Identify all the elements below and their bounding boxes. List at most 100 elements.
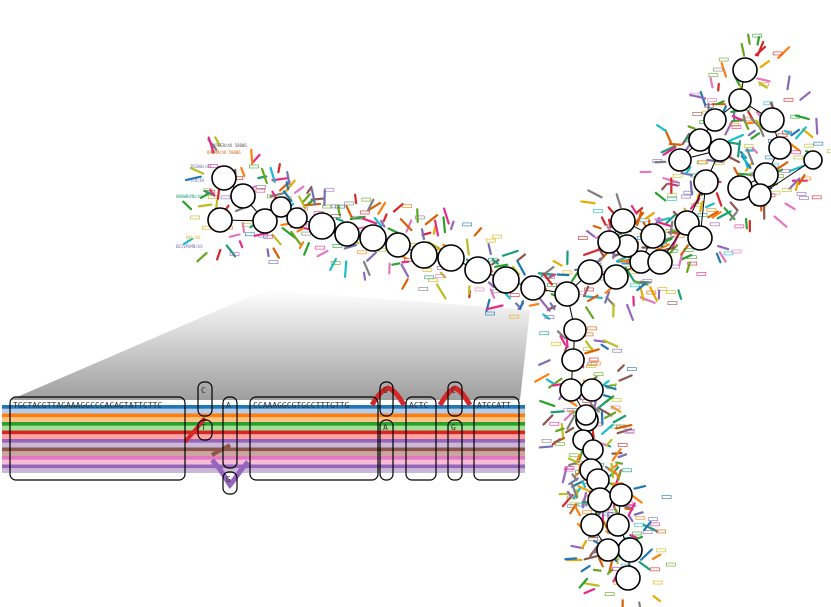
path-segment	[349, 215, 366, 221]
path-segment	[551, 383, 563, 387]
path-label-box	[588, 357, 599, 362]
path-segment	[489, 288, 496, 299]
path-segment	[654, 191, 667, 202]
node-circle	[464, 256, 492, 284]
path-segment	[539, 399, 556, 408]
path-label-box	[263, 234, 273, 239]
path-strip	[2, 442, 525, 448]
path-label-box	[667, 193, 678, 198]
graph-node	[492, 266, 520, 294]
path-segment	[362, 271, 367, 281]
path-segment	[566, 415, 576, 430]
path-segment	[561, 466, 568, 484]
path-segment	[184, 175, 202, 182]
node-circle	[385, 232, 411, 258]
zoom-wedge	[10, 290, 530, 400]
path-strip	[2, 459, 525, 465]
path-segment	[584, 340, 595, 353]
path-segment	[183, 237, 194, 245]
path-label-box	[220, 195, 231, 200]
path-segment	[718, 251, 727, 263]
path-segment	[555, 427, 565, 433]
path-segment	[592, 568, 602, 572]
sequence-node: CG	[447, 381, 463, 481]
path-segment	[788, 164, 805, 173]
path-segment	[662, 146, 677, 156]
path-label: DEIVPOMBchX	[176, 244, 203, 249]
path-segment	[617, 470, 622, 481]
path-segment	[794, 114, 810, 121]
path-segment	[215, 248, 222, 261]
variant-curve	[369, 385, 407, 407]
path-segment	[182, 200, 193, 211]
path-label-box	[544, 315, 555, 319]
path-label-box	[652, 159, 663, 163]
path-segment	[486, 304, 504, 311]
path-segment	[581, 480, 587, 488]
graph-node	[596, 538, 620, 562]
path-segment	[630, 204, 638, 215]
path-label-box	[331, 214, 341, 218]
path-label-box	[687, 255, 697, 260]
node-circle	[580, 513, 604, 537]
path-segment	[301, 193, 311, 204]
path-segment	[642, 523, 656, 531]
path-label-box	[587, 362, 598, 366]
path-segment	[639, 285, 645, 302]
graph-node	[617, 537, 643, 563]
path-label-box	[610, 405, 621, 410]
path-segment	[636, 282, 647, 292]
node-circle	[437, 244, 465, 272]
node-circle	[647, 249, 673, 275]
path-segment	[742, 152, 749, 169]
path-segment	[401, 260, 410, 264]
path-segment	[449, 220, 455, 231]
path-segment	[354, 193, 358, 205]
path-segment	[556, 330, 567, 340]
path-segment	[617, 364, 625, 372]
path-label-box	[330, 261, 341, 265]
path-segment	[424, 214, 439, 226]
path-segment	[600, 423, 614, 436]
path-segment	[290, 230, 302, 246]
path-segment	[361, 217, 378, 225]
path-segment	[605, 395, 615, 403]
path-segment	[591, 428, 595, 439]
path-segment	[724, 120, 734, 136]
path-segment	[613, 469, 620, 479]
path-segment	[570, 271, 579, 283]
node-circle	[559, 378, 583, 402]
path-segment	[228, 233, 241, 238]
path-segment	[742, 114, 747, 123]
graph-node	[580, 378, 604, 402]
sequence-text: A	[226, 401, 231, 410]
path-label: YPLERchX 58806	[213, 143, 247, 148]
path-segment	[556, 273, 570, 277]
path-segment	[618, 374, 633, 382]
path-segment	[197, 203, 213, 208]
graph-node	[252, 208, 278, 234]
path-segment	[638, 561, 651, 571]
path-segment	[564, 557, 578, 561]
path-segment	[433, 219, 440, 237]
path-segment	[298, 195, 307, 210]
graph-node	[687, 225, 713, 251]
node-circle	[561, 348, 585, 372]
path-label-box	[586, 364, 596, 368]
path-segment	[432, 225, 437, 235]
path-segment	[538, 445, 554, 449]
variant-box	[222, 471, 238, 495]
path-segment	[784, 202, 796, 211]
path-label-box	[617, 443, 628, 447]
path-label-box	[487, 257, 498, 262]
path-segment	[747, 129, 756, 137]
node-circle	[582, 439, 604, 461]
path-segment	[680, 244, 690, 256]
path-segment	[661, 183, 668, 191]
path-segment	[603, 411, 617, 420]
path-segment	[651, 553, 662, 560]
path-segment	[571, 473, 578, 482]
graph-node	[688, 128, 712, 152]
path-segment	[189, 166, 205, 175]
path-segment	[754, 45, 767, 57]
